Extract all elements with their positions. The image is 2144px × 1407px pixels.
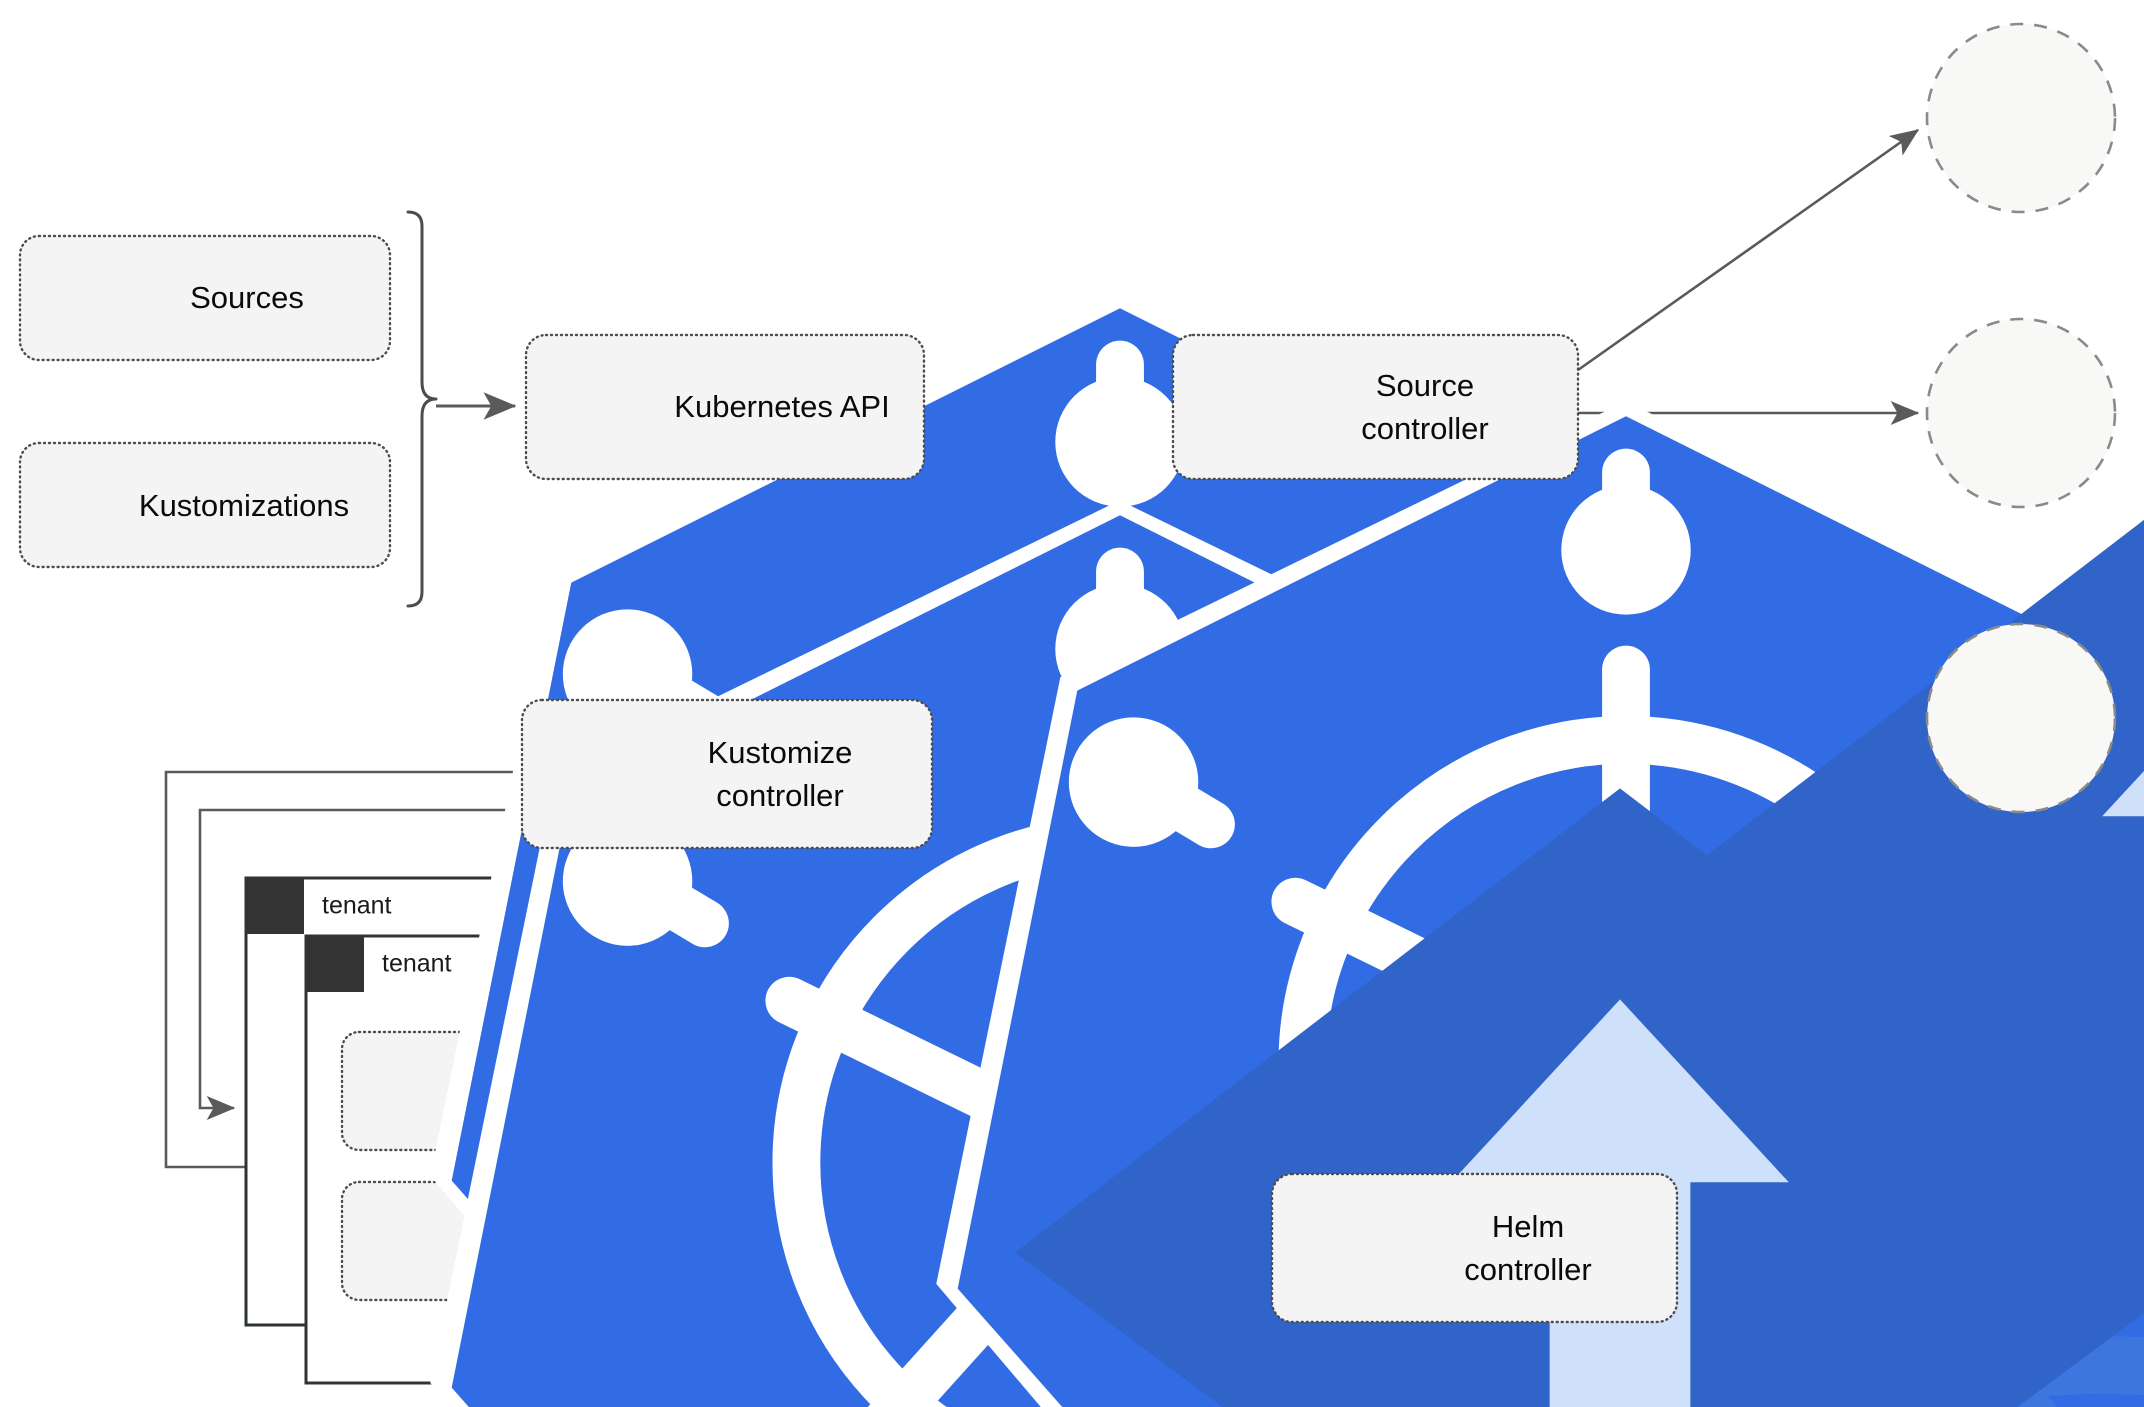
node-label-helm-controller-line1: Helm (1492, 1209, 1564, 1244)
edge-source-controller-to-oci (1577, 450, 1920, 702)
edge-kustomize-to-tenant-outer (164, 770, 522, 1179)
node-label-kustomize-controller-line2: controller (716, 778, 844, 813)
node-label-kustomize-controller-line1: Kustomize (708, 735, 853, 770)
registry-gitlab[interactable] (1925, 317, 2144, 1407)
tenant-item-label: Namespaces (455, 1073, 636, 1108)
tenant-item-namespaces[interactable]: Namespaces (340, 1030, 2139, 1407)
node-label-kubernetes-api: Kubernetes API (674, 389, 889, 424)
tenant-label-inner: tenant (382, 950, 452, 978)
node-helm-controller[interactable]: Helm controller (1270, 1172, 2144, 1407)
tenant-item-crds[interactable]: CRDs (340, 1180, 2139, 1407)
tenant-item-releases[interactable]: HELM Releases (736, 1180, 2144, 1407)
edge-kustomize-to-source-controller (932, 488, 1292, 774)
helm-wordmark: HELM (759, 1227, 842, 1260)
tenant-label-outer: tenant (322, 892, 392, 920)
node-kustomizations[interactable]: Kustomizations (18, 441, 1809, 1407)
node-kustomize-controller[interactable]: Kustomize controller (520, 698, 2144, 1407)
tenant-item-label: CRDs (521, 1223, 604, 1258)
node-label-sources: Sources (190, 280, 304, 315)
tenant-item-rbac[interactable]: RBAC (736, 1030, 2144, 1407)
registry-github[interactable] (1925, 22, 2144, 1325)
node-label-source-controller-line1: Source (1376, 368, 1474, 403)
tenant-box-inner[interactable]: tenant (304, 934, 2144, 1407)
tenant-tab-inner (306, 936, 364, 992)
edge-source-controller-to-github (1577, 128, 1920, 372)
node-label-helm-controller-line2: controller (1464, 1252, 1592, 1287)
node-source-controller[interactable]: Source controller (1171, 333, 2144, 1407)
tenant-item-label: RBAC (905, 1073, 991, 1108)
registry-oci-helm-repo[interactable] (1925, 622, 2144, 1407)
node-label-kustomizations: Kustomizations (139, 488, 349, 523)
tenant-item-label: Releases (890, 1223, 1019, 1258)
group-brace (406, 210, 438, 608)
node-sources[interactable]: Sources (18, 234, 1809, 1407)
edge-kustomize-to-tenant-inner (198, 808, 522, 1120)
node-kubernetes-api[interactable]: Kubernetes API (524, 333, 2144, 1407)
tenant-tab-outer (246, 878, 304, 934)
node-label-source-controller-line2: controller (1361, 411, 1489, 446)
